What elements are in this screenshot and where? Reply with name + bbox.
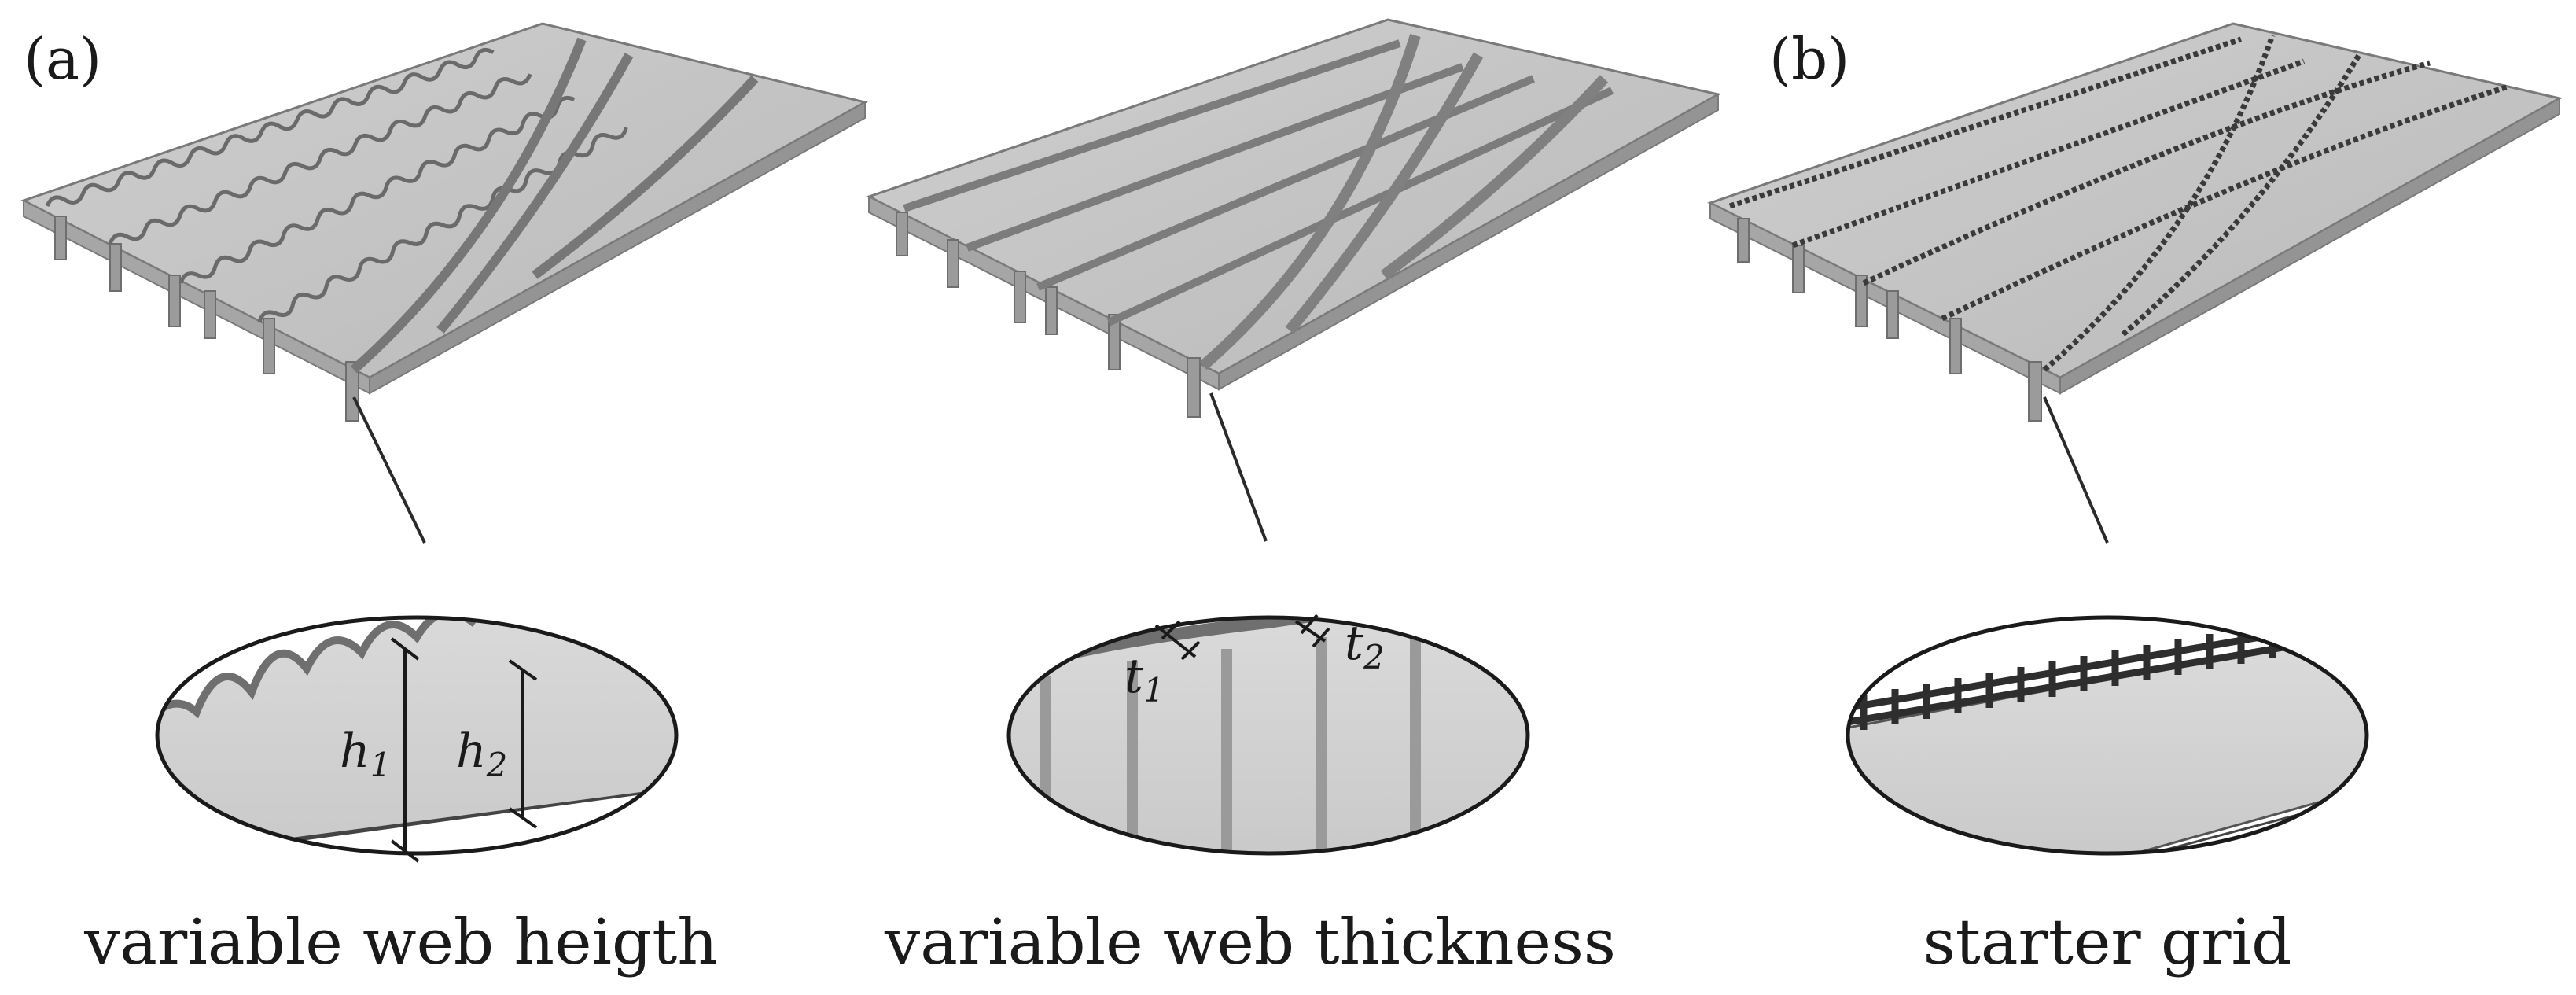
panel-letter-a: (a) <box>24 26 101 92</box>
rib-legs <box>1737 218 2042 422</box>
rib-legs <box>896 212 1201 418</box>
zoom-ellipse-outline <box>1846 615 2369 856</box>
detail-zoom-1: h1 h2 <box>155 615 679 863</box>
slab-edge-side <box>1218 93 1719 391</box>
detail-zoom-3 <box>1846 615 2369 856</box>
dimension-h1 <box>390 637 420 863</box>
caption-variable-web-height: variable web heigth <box>83 905 718 978</box>
dimension-h2 <box>508 659 538 829</box>
slab-edge-side <box>369 101 866 395</box>
dim-label-t2: t2 <box>1345 616 1385 676</box>
leader-line-1 <box>352 396 426 544</box>
slab-model-1 <box>20 22 869 422</box>
wavy-ribs <box>45 47 628 323</box>
dimension-t1 <box>1154 620 1201 661</box>
curved-ribs <box>350 37 759 374</box>
panel-starter-grid: (b) <box>1707 22 2563 978</box>
leader-line-3 <box>2043 396 2109 544</box>
panel-variable-web-thickness: t1 t2 variable web thickness <box>866 18 1722 978</box>
starter-grid-lines <box>1728 34 2510 372</box>
dimension-t2 <box>1294 614 1330 648</box>
curved-ribs <box>1199 33 1609 370</box>
zoom-ellipse-outline <box>155 615 679 856</box>
slab-edge-side <box>2059 97 2560 395</box>
panel-letter-b: (b) <box>1769 26 1849 92</box>
zoom-ellipse-outline <box>1006 615 1530 856</box>
detail-zoom-2: t1 t2 <box>1006 614 1530 856</box>
leader-line-2 <box>1209 392 1268 542</box>
dim-label-h2: h2 <box>456 724 507 784</box>
caption-starter-grid: starter grid <box>1923 905 2292 978</box>
dim-label-t1: t1 <box>1124 649 1165 709</box>
rib-legs <box>54 216 359 422</box>
slab-model-2 <box>866 18 1722 418</box>
panel-variable-web-height: (a) <box>20 22 869 978</box>
caption-variable-web-thickness: variable web thickness <box>884 905 1616 978</box>
dim-label-h1: h1 <box>340 724 391 784</box>
slab-model-3 <box>1707 22 2563 422</box>
